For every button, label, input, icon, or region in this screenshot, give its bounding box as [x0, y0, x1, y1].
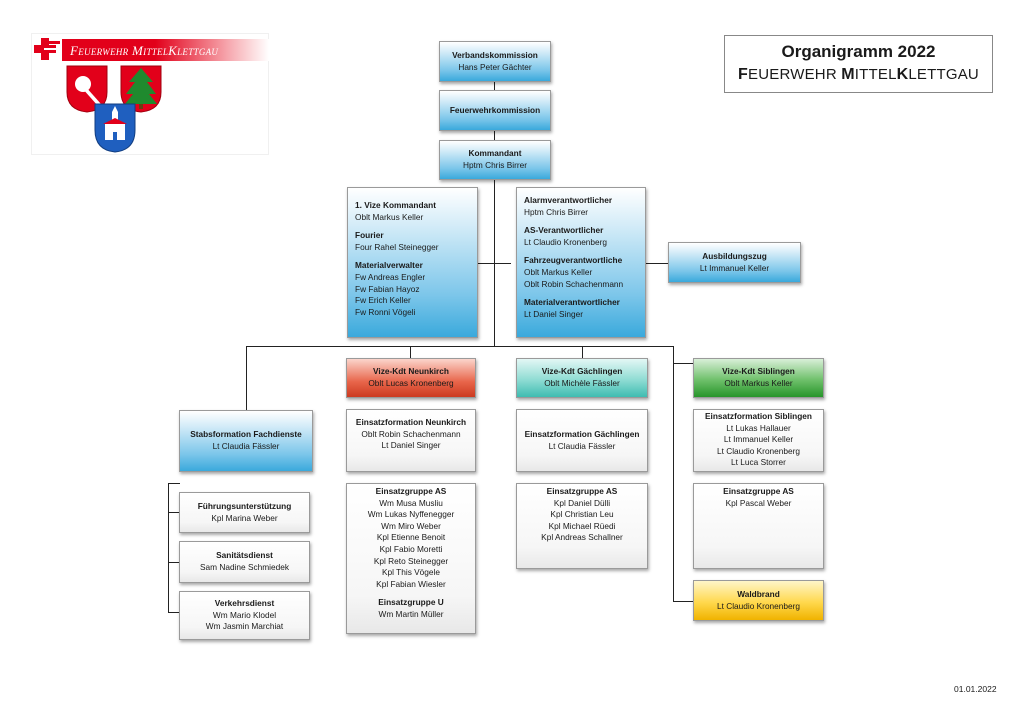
- connector-line: [168, 483, 169, 612]
- date-label: 01.01.2022: [954, 684, 997, 694]
- connector-line: [246, 346, 247, 410]
- crest-red-icon: [66, 65, 108, 113]
- box-einsatzformation-gaechlingen: Einsatzformation Gächlingen Lt Claudia F…: [516, 409, 648, 472]
- connector-line: [478, 263, 511, 264]
- chart-title: Organigramm 2022: [781, 42, 936, 61]
- connector-line: [673, 363, 693, 364]
- connector-line: [582, 346, 583, 358]
- connector-line: [168, 612, 180, 613]
- box-einsatzformation-neunkirch: Einsatzformation Neunkirch Oblt Robin Sc…: [346, 409, 476, 472]
- box-verbandskommission: Verbandskommission Hans Peter Gächter: [439, 41, 551, 82]
- box-einsatzgruppe-as-gaechlingen: Einsatzgruppe AS Kpl Daniel Dülli Kpl Ch…: [516, 483, 648, 569]
- box-alarmverantwortlicher: Alarmverantwortlicher Hptm Chris Birrer …: [516, 187, 646, 338]
- chart-title-box: Organigramm 2022 FEUERWEHR MITTELKLETTGA…: [724, 35, 993, 93]
- connector-line: [246, 346, 673, 347]
- logo: Feuerwehr MittelKlettgau: [31, 33, 269, 155]
- logo-banner-text: Feuerwehr MittelKlettgau: [70, 43, 219, 58]
- connector-line: [673, 601, 693, 602]
- connector-line: [494, 82, 495, 90]
- crest-green-icon: [120, 65, 162, 113]
- box-name: Hptm Chris Birrer: [462, 160, 528, 170]
- connector-line: [410, 346, 411, 358]
- crest-blue-icon: [94, 103, 136, 153]
- box-verkehrsdienst: Verkehrsdienst Wm Mario Klodel Wm Jasmin…: [179, 591, 310, 640]
- logo-banner: Feuerwehr MittelKlettgau: [62, 39, 269, 61]
- box-waldbrand: Waldbrand Lt Claudio Kronenberg: [693, 580, 824, 621]
- box-feuerwehrkommission: Feuerwehrkommission: [439, 90, 551, 131]
- connector-line: [646, 263, 668, 264]
- box-vize-kommandant: 1. Vize Kommandant Oblt Markus Keller Fo…: [347, 187, 478, 338]
- box-einsatzgruppe-as-siblingen: Einsatzgruppe AS Kpl Pascal Weber: [693, 483, 824, 569]
- connector-line: [494, 131, 495, 140]
- connector-line: [168, 483, 180, 484]
- box-title: Verbandskommission: [452, 49, 538, 60]
- box-title: Feuerwehrkommission: [449, 104, 541, 115]
- logo-cross-icon: [34, 38, 60, 60]
- box-vize-kdt-siblingen: Vize-Kdt Siblingen Oblt Markus Keller: [693, 358, 824, 398]
- connector-line: [168, 562, 180, 563]
- box-vize-kdt-neunkirch: Vize-Kdt Neunkirch Oblt Lucas Kronenberg: [346, 358, 476, 398]
- box-fuehrungsunterstuetzung: Führungsunterstützung Kpl Marina Weber: [179, 492, 310, 533]
- connector-line: [673, 346, 674, 602]
- box-einsatzgruppe-as-neunkirch: Einsatzgruppe AS Wm Musa Musliu Wm Lukas…: [346, 483, 476, 634]
- box-name: Hans Peter Gächter: [458, 61, 532, 72]
- chart-subtitle: FEUERWEHR MITTELKLETTGAU: [738, 66, 979, 83]
- box-sanitaetsdienst: Sanitätsdienst Sam Nadine Schmiedek: [179, 541, 310, 583]
- box-ausbildungszug: Ausbildungszug Lt Immanuel Keller: [668, 242, 801, 283]
- connector-line: [168, 512, 180, 513]
- box-title: Kommandant: [468, 148, 522, 159]
- box-einsatzformation-siblingen: Einsatzformation Siblingen Lt Lukas Hall…: [693, 409, 824, 472]
- box-vize-kdt-gaechlingen: Vize-Kdt Gächlingen Oblt Michèle Fässler: [516, 358, 648, 398]
- box-kommandant: Kommandant Hptm Chris Birrer: [439, 140, 551, 180]
- box-stabsformation: Stabsformation Fachdienste Lt Claudia Fä…: [179, 410, 313, 472]
